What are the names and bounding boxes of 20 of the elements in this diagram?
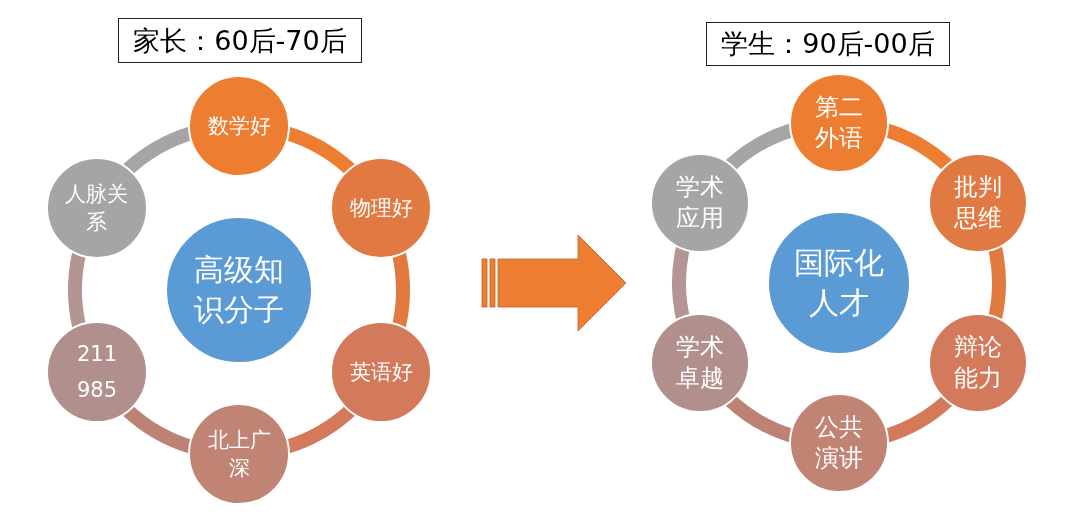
title-box: 家长：60后-70后 — [118, 18, 362, 63]
ring-arc — [392, 252, 410, 328]
center-circle: 国际化人才 — [767, 211, 911, 355]
center-circle: 高级知识分子 — [165, 216, 313, 364]
outer-circle: 物理好 — [330, 157, 432, 259]
outer-circle: 公共演讲 — [789, 393, 889, 493]
outer-circle: 英语好 — [330, 321, 432, 423]
title-box: 学生：90后-00后 — [706, 22, 950, 66]
outer-circle: 北上广深 — [188, 403, 290, 505]
outer-circle: 学术卓越 — [650, 313, 751, 413]
ring-arc — [672, 246, 690, 320]
ring-arc — [68, 252, 86, 328]
outer-circle: 学术应用 — [650, 153, 751, 253]
outer-circle: 辩论能力 — [927, 313, 1028, 413]
outer-circle: 批判思维 — [927, 153, 1028, 253]
outer-circle: 211 985 — [45, 321, 148, 423]
outer-circle: 数学好 — [188, 75, 290, 177]
ring-arc — [988, 246, 1006, 320]
outer-circle: 第二外语 — [789, 73, 889, 173]
outer-circle: 人脉关系 — [45, 157, 148, 259]
